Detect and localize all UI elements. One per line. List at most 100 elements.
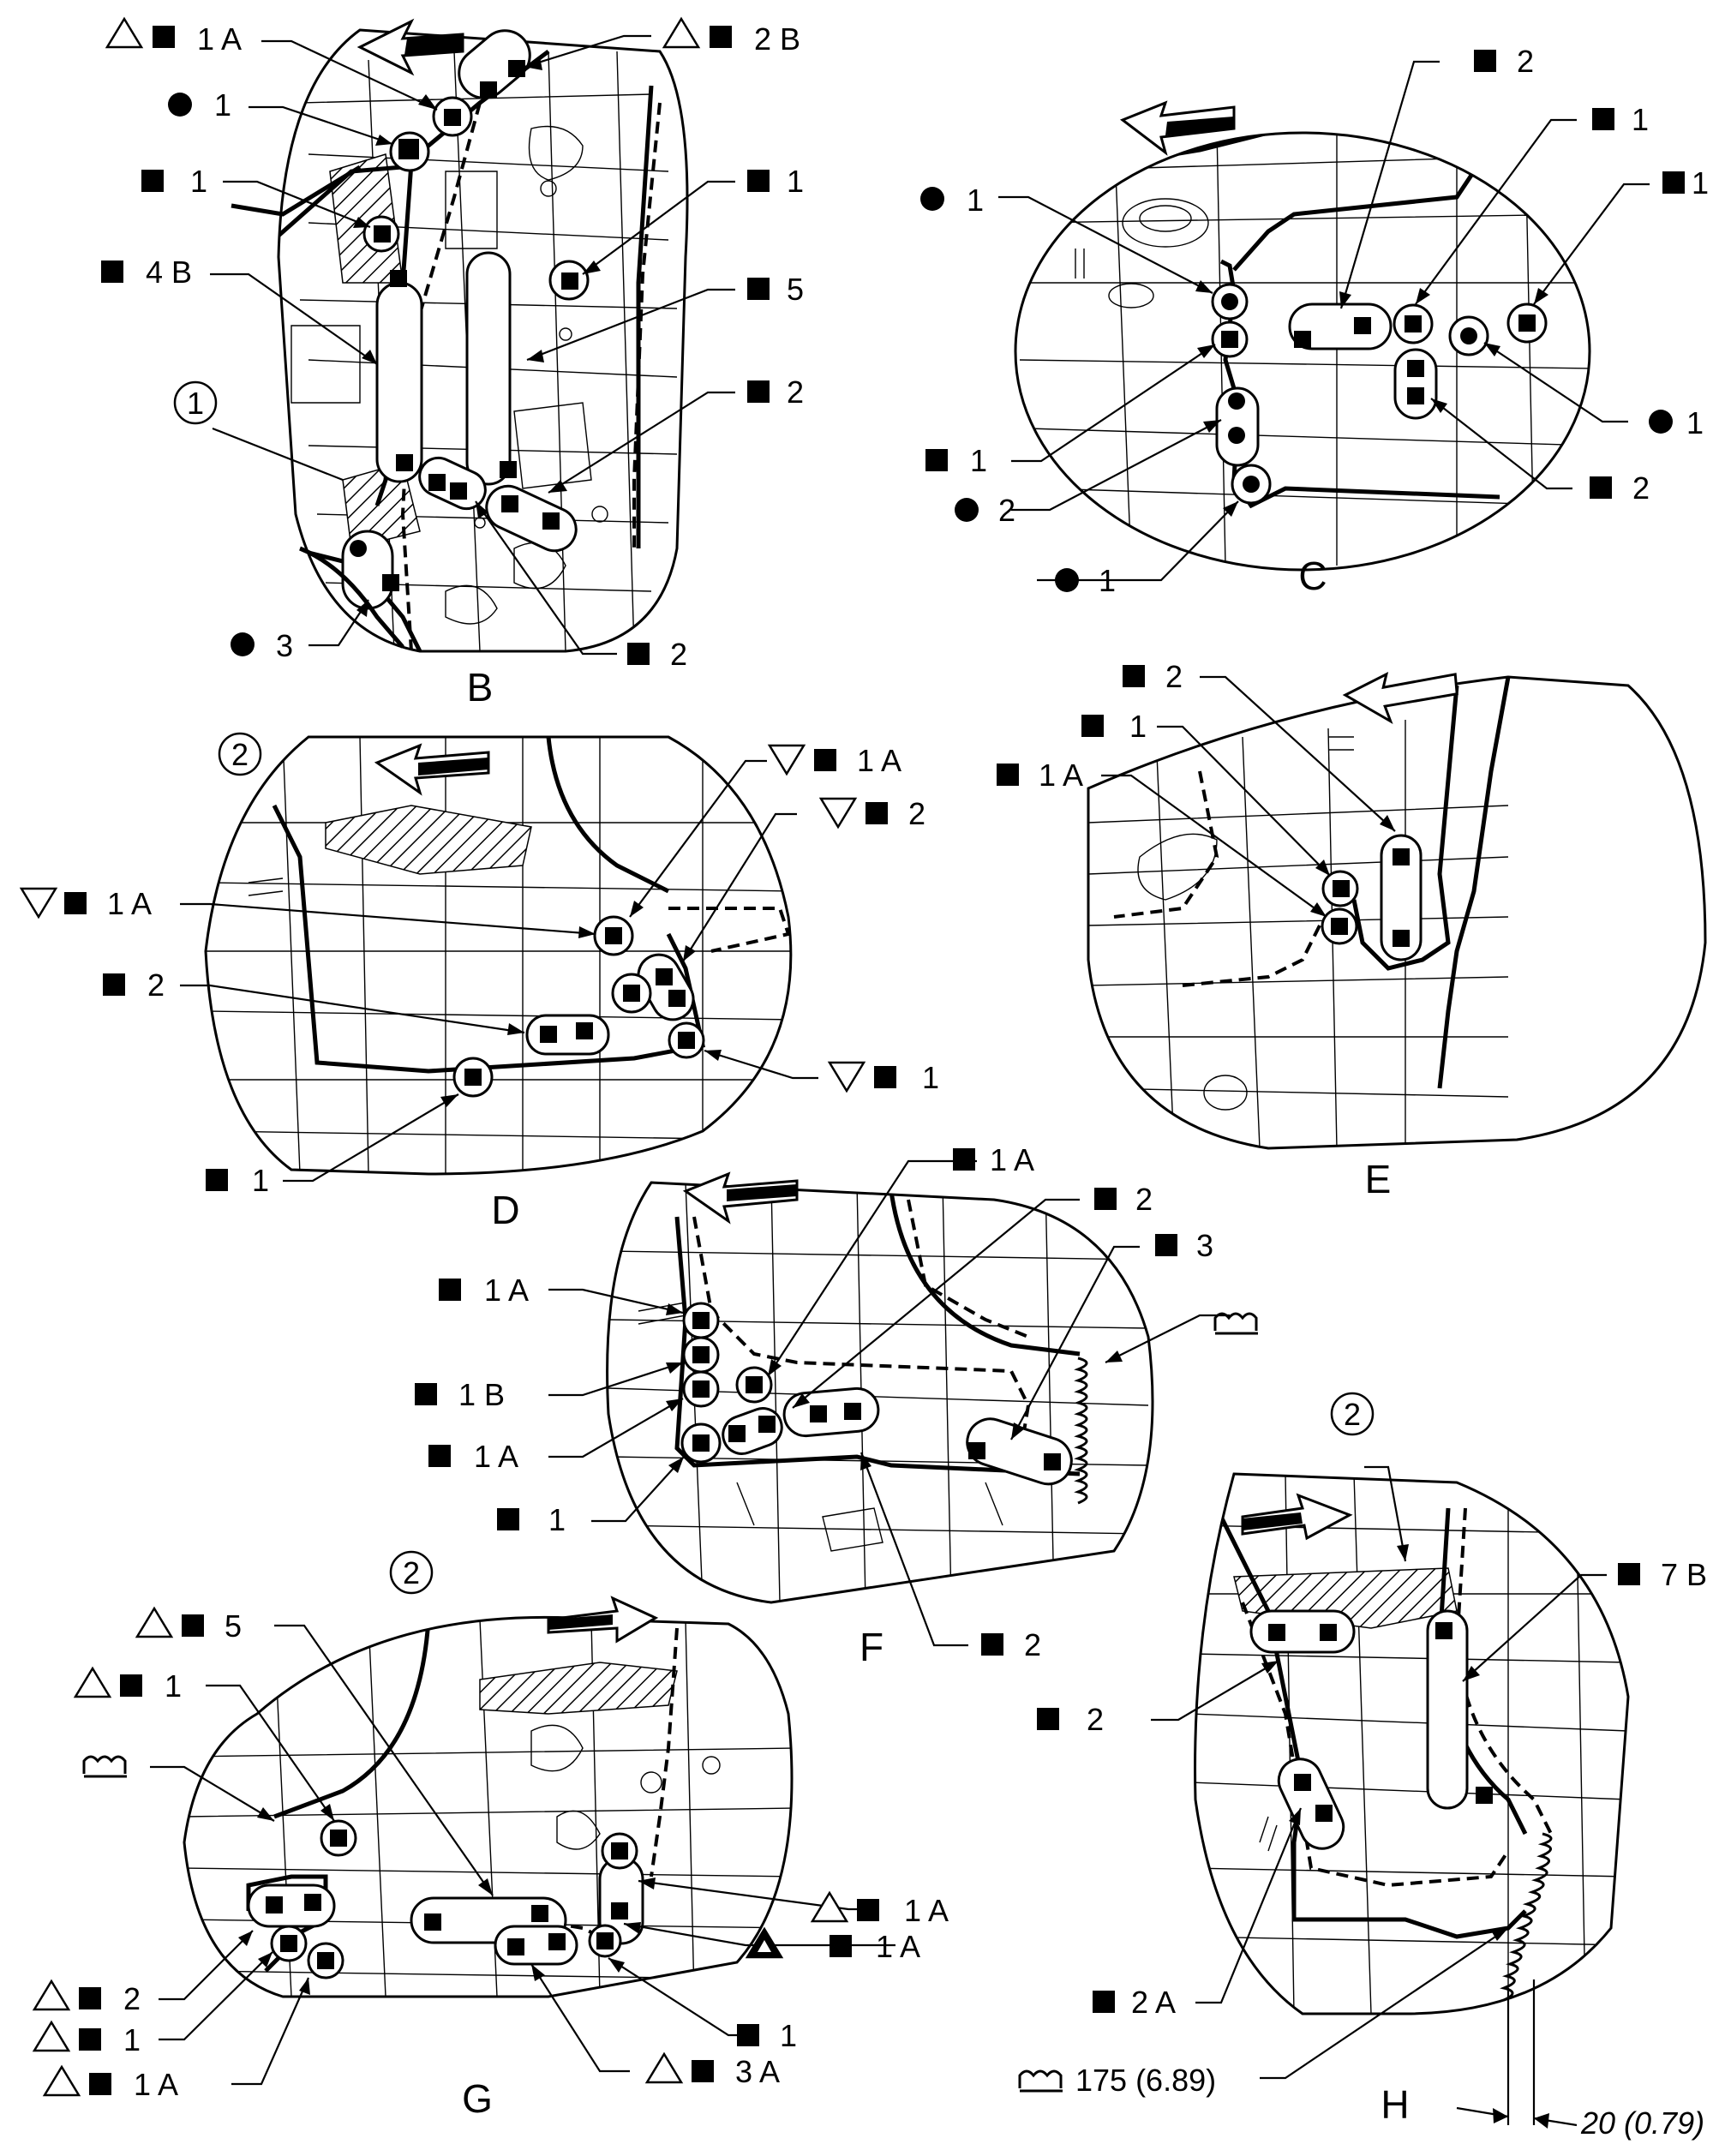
callout-label: 1 A [134, 2067, 178, 2102]
callout-g-1a-right: 1 A [810, 1890, 949, 1928]
callout-d-2: 2 [818, 796, 925, 831]
callout-g-weld [82, 1755, 127, 1778]
callout-b-5: 5 [747, 272, 804, 307]
spot-weld-square-icon [101, 261, 123, 283]
callout-label: 1 [1692, 165, 1709, 201]
view-h [1194, 1472, 1630, 2129]
callout-d-sq-1: 1 [206, 1163, 269, 1198]
view-c-spots [1221, 293, 1536, 493]
callout-label: 1 A [484, 1273, 529, 1308]
callout-label: 1 A [197, 21, 242, 57]
callout-b-dot-1: 1 [168, 87, 231, 123]
callout-label: 2 [1024, 1627, 1041, 1662]
spot-weld-dot-icon [231, 632, 255, 656]
spot-weld-square-icon [497, 1508, 519, 1530]
callout-c-1a: 1 [1592, 102, 1649, 137]
spot-weld-square-icon [692, 2060, 714, 2082]
view-f [606, 1171, 1154, 1604]
spot-weld-square-icon [1592, 108, 1614, 130]
callout-label: 1 [1686, 405, 1704, 440]
callout-label: 3 [1196, 1228, 1213, 1263]
callout-e-2: 2 [1123, 659, 1183, 694]
callout-label: 5 [225, 1608, 242, 1644]
spot-weld-dot-icon [920, 187, 944, 211]
callout-c-dot-2: 2 [955, 493, 1015, 528]
spot-weld-square-icon [1618, 1563, 1640, 1585]
spot-weld-square-icon [141, 170, 164, 192]
triangle-up-icon [810, 1890, 849, 1923]
view-g-spots [266, 1830, 628, 1969]
callout-c-1b: 1 [1662, 165, 1709, 201]
callout-label: 1 [165, 1668, 182, 1704]
view-f-spots [692, 1312, 1061, 1470]
callout-label: 2 [787, 374, 804, 410]
callout-f-weld [1213, 1312, 1258, 1335]
triangle-up-icon [42, 2064, 81, 2097]
callout-label: 1 [190, 164, 207, 199]
callout-label: 1 [922, 1060, 939, 1095]
callout-label: 1 A [857, 743, 901, 778]
view-label-e: E [1365, 1157, 1392, 1201]
callout-leaders [150, 34, 1650, 2086]
callout-c-dot-1a: 1 [920, 183, 984, 218]
spot-weld-square-icon [747, 380, 770, 403]
spot-weld-dot-icon [1055, 568, 1079, 592]
view-c [1014, 100, 1591, 572]
callout-b-4b: 4 B [101, 255, 192, 290]
spot-weld-square-icon [953, 1148, 975, 1171]
callout-f-1a-top: 1 A [953, 1142, 1034, 1177]
front-direction-arrow-icon [1342, 672, 1458, 725]
view-label-d: D [491, 1188, 519, 1232]
callout-b-2a: 2 [747, 374, 804, 410]
callout-label: 1 [214, 87, 231, 123]
triangle-down-icon [827, 1061, 866, 1093]
callout-g-1a-filled: 1 A [745, 1926, 920, 1964]
callout-label: 2 [1135, 1182, 1153, 1217]
spot-weld-square-icon [428, 1445, 451, 1467]
circled-number-h: 2 [1330, 1392, 1375, 1436]
callout-f-1a-left2: 1 A [428, 1439, 518, 1474]
callout-e-1: 1 [1081, 709, 1147, 744]
spot-weld-square-icon [1123, 665, 1145, 687]
callout-g-3a: 3 A [644, 2051, 780, 2089]
spot-weld-square-icon [1081, 715, 1104, 737]
view-b-spots [350, 60, 578, 591]
view-g [183, 1596, 794, 1998]
circled-number-b: 1 [173, 380, 218, 425]
callout-label: 2 [123, 1981, 141, 2016]
spot-weld-square-icon [997, 764, 1019, 786]
callout-c-sq-2: 2 [1590, 470, 1650, 506]
callout-label: 1 [1129, 709, 1147, 744]
circled-number: 2 [231, 737, 249, 772]
callout-label: 3 [276, 628, 293, 663]
spot-weld-square-icon [710, 26, 732, 48]
callout-h-dimension: 20 (0.79) [1580, 2105, 1704, 2141]
mig-weld-icon [1213, 1312, 1258, 1335]
callout-label: 1 A [474, 1439, 518, 1474]
callout-b-2b-bottom: 2 [627, 637, 687, 672]
callout-label: 1 [1632, 102, 1649, 137]
triangle-up-icon [662, 16, 701, 49]
callout-f-2-bottom: 2 [981, 1627, 1041, 1662]
triangle-down-icon [19, 887, 58, 919]
triangle-up-icon [32, 2020, 71, 2052]
view-b [231, 18, 689, 653]
view-d-spots [464, 927, 695, 1086]
callout-label: 1 A [1039, 758, 1083, 793]
spot-weld-square-icon [925, 449, 948, 471]
callout-b-3: 3 [231, 628, 293, 663]
callout-label: 2 [1087, 1702, 1104, 1737]
callout-e-1a: 1 A [997, 758, 1083, 793]
view-label-c: C [1298, 554, 1327, 598]
view-label-f: F [860, 1625, 883, 1669]
callout-label: 2 [1517, 44, 1534, 79]
view-label-h: H [1381, 2082, 1409, 2127]
callout-d-1: 1 [827, 1060, 939, 1095]
callout-label: 1 B [458, 1377, 505, 1412]
callout-f-3: 3 [1155, 1228, 1213, 1263]
callout-g-1-top: 1 [73, 1666, 182, 1704]
callout-label: 1 [967, 183, 984, 218]
view-label-b: B [467, 665, 494, 710]
circled-number-g: 2 [389, 1550, 434, 1595]
